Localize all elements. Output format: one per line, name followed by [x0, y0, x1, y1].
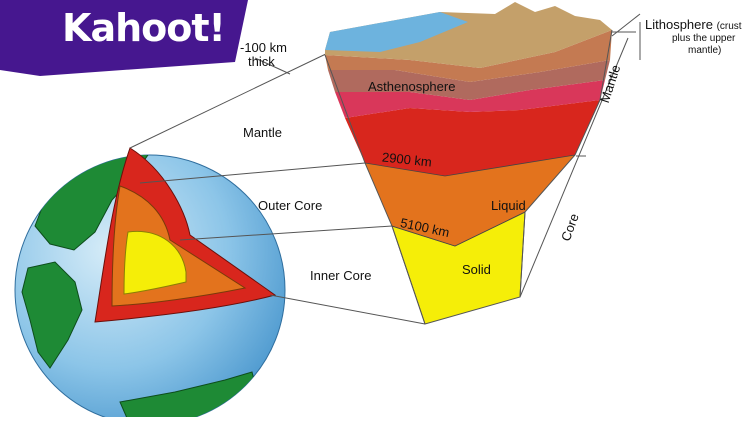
label-outer-core: Outer Core — [258, 198, 322, 213]
label-mantle: Mantle — [243, 125, 282, 140]
label-lithosphere-title: Lithosphere — [645, 17, 713, 32]
kahoot-logo: Kahoot! — [0, 0, 250, 80]
label-lithosphere-note2: plus the upper — [672, 33, 735, 44]
label-lithosphere-note3: mantle) — [688, 45, 721, 56]
label-thickness-2: thick — [248, 54, 275, 69]
label-lithosphere: Lithosphere (crust — [645, 17, 742, 32]
label-solid: Solid — [462, 262, 491, 277]
label-liquid: Liquid — [491, 198, 526, 213]
label-lithosphere-note1: (crust — [717, 21, 742, 32]
earth-globe — [15, 148, 285, 417]
label-asthenosphere: Asthenosphere — [368, 79, 455, 94]
kahoot-logo-text: Kahoot! — [62, 6, 225, 50]
label-inner-core: Inner Core — [310, 268, 371, 283]
label-thickness-1: -100 km — [240, 40, 287, 55]
